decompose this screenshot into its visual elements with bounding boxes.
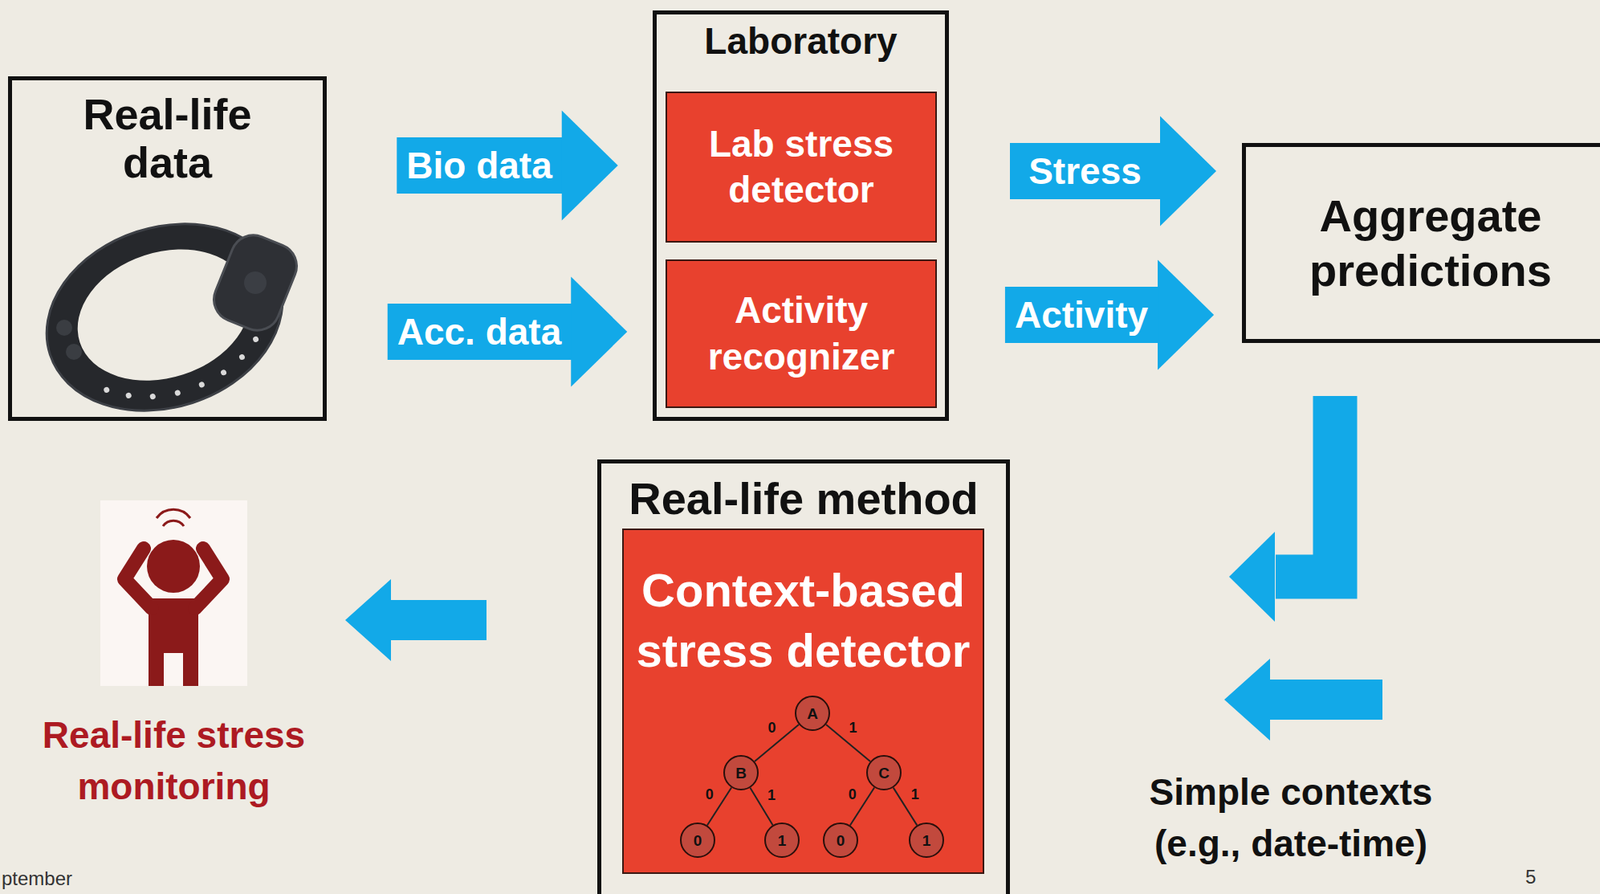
box-fill [622, 528, 985, 874]
wristband-illustration [22, 194, 308, 440]
tree-node-label: 0 [836, 832, 846, 848]
context-note: Simple contexts (e.g., date-time) [1122, 766, 1460, 870]
footer-date: ptember [1, 867, 73, 891]
group-box: LaboratoryLab stress detectorActivity re… [652, 10, 949, 421]
arrow-shaft [1269, 679, 1383, 720]
arrow-label: Bio data [406, 144, 552, 188]
clasp-stud [56, 319, 73, 336]
node-text: Context-based stress detector [631, 560, 975, 681]
strap-hole [219, 368, 228, 376]
wristband-edge [22, 194, 308, 440]
process-box: Lab stress detector [665, 91, 937, 243]
data-arrow [387, 276, 628, 387]
tree-node: 0 [822, 822, 859, 858]
node-text: Real-life data [59, 89, 277, 188]
process-box: Aggregate predictions [1241, 142, 1600, 343]
strap-hole [238, 353, 246, 361]
icon-head [146, 539, 200, 593]
icon-wave [156, 508, 191, 518]
strap-hole [125, 391, 133, 399]
tree-node: 0 [679, 822, 716, 858]
bent-arrow [1229, 395, 1336, 622]
branch-label: 0 [768, 719, 777, 737]
node-text: Laboratory [704, 19, 897, 64]
arrow-shaft [387, 303, 573, 360]
icon-box: Real-life stress monitoring [100, 500, 248, 686]
wristband-strap [22, 194, 308, 440]
input-arrow [1224, 658, 1383, 741]
node-text: Real-life stress monitoring [17, 709, 331, 813]
branch-line [826, 724, 871, 762]
wristband-holes [102, 335, 269, 417]
device-body [207, 227, 304, 337]
strap-hole [149, 392, 157, 400]
output-arrow [345, 578, 487, 661]
tree-node-label: 0 [693, 832, 703, 848]
branch-label: 1 [848, 719, 857, 737]
arrow-label: Acc. data [397, 310, 562, 354]
branch-label: 0 [705, 785, 714, 803]
arrow-head [1229, 531, 1275, 622]
strap-hole [252, 335, 260, 343]
tree-node-label: 1 [777, 832, 787, 848]
arrow-label: Activity [1014, 293, 1149, 337]
node-text: Activity recognizer [678, 287, 925, 380]
arrow-head [1224, 658, 1271, 741]
process-box: Activity recognizer [665, 259, 937, 408]
tree-node-label: A [806, 705, 819, 721]
arrow-label: Stress [1028, 150, 1142, 193]
strap-hole [198, 380, 206, 388]
arrow-head [345, 578, 391, 661]
node-text: Aggregate predictions [1257, 188, 1600, 297]
data-arrow [396, 110, 618, 221]
page-number: 5 [1525, 865, 1536, 889]
icon-wave [162, 520, 184, 526]
arrow-head [570, 276, 627, 387]
arrow-shaft [1005, 286, 1159, 343]
data-source-box: Real-life data [8, 76, 327, 421]
branch-label: 1 [767, 786, 776, 804]
arrow-shaft [390, 599, 487, 640]
arrow-shaft [1275, 395, 1336, 577]
tree-node: B [723, 754, 759, 790]
tree-node: C [866, 754, 902, 790]
icon-arm [195, 548, 223, 608]
tree-node-label: B [735, 765, 747, 781]
arrow-head [1160, 116, 1217, 227]
device-button [240, 268, 270, 298]
tree-node: 1 [764, 822, 800, 858]
stressed-person-icon [100, 500, 248, 686]
tree-branch [754, 724, 799, 762]
wristband-device [207, 227, 304, 337]
arrow-shaft [396, 137, 562, 194]
branch-label: 0 [848, 785, 857, 803]
branch-line [754, 724, 799, 762]
tree-branch [826, 724, 871, 762]
group-box: Real-life methodContext-based stress det… [597, 459, 1010, 894]
icon-arm [124, 548, 152, 608]
prediction-arrow [1009, 116, 1217, 227]
process-box: Context-based stress detectorA B C 0 1 0 1 [622, 528, 985, 874]
node-text: Lab stress detector [678, 121, 925, 214]
prediction-arrow [1005, 260, 1214, 371]
tree-node: A [794, 695, 831, 731]
arrow-shaft [1009, 142, 1161, 200]
strap-hole [102, 386, 110, 394]
wristband-band [22, 194, 308, 440]
node-text: Real-life method [628, 471, 979, 526]
arrow-head [1157, 260, 1214, 371]
tree-node: 1 [908, 822, 945, 858]
branch-label: 1 [911, 785, 920, 803]
tree-node-label: C [878, 765, 890, 781]
clasp-stud [65, 343, 82, 360]
strap-hole [174, 389, 182, 397]
arrow-head [561, 110, 619, 221]
tree-node-label: 1 [922, 832, 932, 848]
